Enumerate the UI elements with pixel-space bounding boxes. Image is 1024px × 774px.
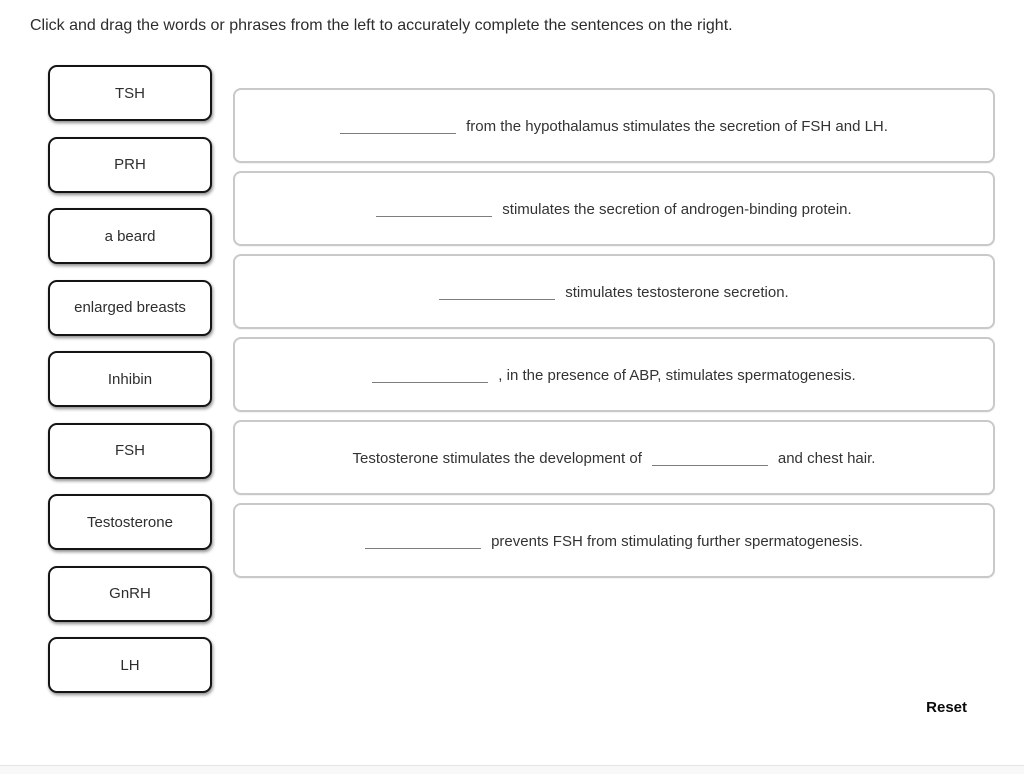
blank-drop-slot[interactable] [439,286,556,300]
word-chip[interactable]: FSH [48,422,212,479]
blank-drop-slot[interactable] [376,203,493,217]
word-chip-label: PRH [114,156,146,173]
word-chip-label: Inhibin [107,370,153,388]
word-chip[interactable]: LH [48,637,212,693]
sentence-after: stimulates testosterone secretion. [565,283,789,301]
sentence-box[interactable]: stimulates the secretion of androgen-bin… [233,171,995,246]
word-chip-label: enlarged breasts [74,299,186,316]
sentence-text: stimulates the secretion of androgen-bin… [376,200,852,218]
sentence-after: prevents FSH from stimulating further sp… [491,532,863,550]
blank-drop-slot[interactable] [365,535,482,549]
word-chip[interactable]: PRH [48,136,212,193]
word-chip[interactable]: a beard [48,208,212,264]
sentence-text: prevents FSH from stimulating further sp… [365,532,863,550]
blank-drop-slot[interactable] [372,369,489,383]
sentence-text: , in the presence of ABP, stimulates spe… [372,366,856,384]
sentence-box[interactable]: Testosterone stimulates the development … [233,420,995,495]
word-chip-label: GnRH [109,585,151,602]
word-chip[interactable]: TSH [48,65,212,121]
sentence-text: from the hypothalamus stimulates the sec… [340,117,888,135]
sentence-box[interactable]: from the hypothalamus stimulates the sec… [233,88,995,163]
word-chip-label: FSH [115,442,145,459]
sentence-text: stimulates testosterone secretion. [439,283,789,301]
sentence-box[interactable]: , in the presence of ABP, stimulates spe… [233,337,995,412]
word-chip-label: a beard [104,227,156,245]
sentence-before: Testosterone stimulates the development … [352,449,642,467]
word-chip[interactable]: Inhibin [48,351,212,407]
word-chip-label: LH [120,656,140,674]
word-chip[interactable]: enlarged breasts [48,279,212,336]
sentence-after: and chest hair. [777,449,876,467]
reset-button[interactable]: Reset [926,699,967,716]
word-chip-label: TSH [115,84,145,102]
blank-drop-slot[interactable] [651,452,768,466]
word-chip[interactable]: Testosterone [48,494,212,550]
instruction-text: Click and drag the words or phrases from… [30,17,733,34]
sentence-text: Testosterone stimulates the development … [353,449,876,467]
blank-drop-slot[interactable] [340,120,457,134]
sentence-list: from the hypothalamus stimulates the sec… [233,88,995,578]
sentence-after: , in the presence of ABP, stimulates spe… [498,366,856,384]
sentence-after: from the hypothalamus stimulates the sec… [466,117,888,135]
word-chip-label: Testosterone [87,513,173,531]
footer-divider [0,765,1024,774]
sentence-box[interactable]: stimulates testosterone secretion. [233,254,995,329]
sentence-after: stimulates the secretion of androgen-bin… [502,200,852,218]
word-chip[interactable]: GnRH [48,565,212,622]
sentence-box[interactable]: prevents FSH from stimulating further sp… [233,503,995,578]
